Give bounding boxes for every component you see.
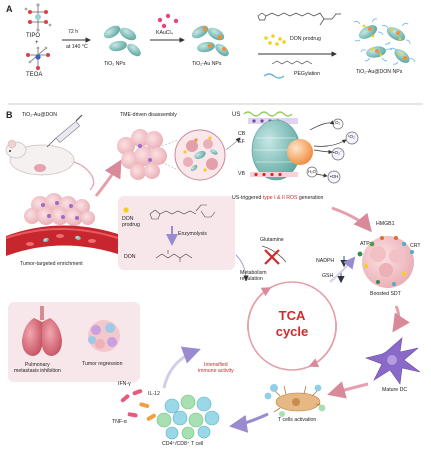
tumor-mass [24,193,95,226]
tumor-enrichment-label: Tumor-targeted enrichment [20,261,83,267]
pegylation-label: PEGylation [294,71,320,77]
singlet-o2-label: ¹O₂ [348,134,355,139]
tio2-nanoparticles [103,25,141,57]
cd-cells-label: CD4⁺/CD8⁺ T cell [162,441,204,447]
plus-sign: + [35,40,39,46]
injection-label: TiO₂-Au@DON [22,112,58,118]
water-label: H₂O [308,169,316,174]
nadph-label: NADPH [316,258,335,264]
us-label: US [232,112,241,118]
final-nanoparticles [353,18,416,65]
boosted-sdt-label: Boosted SDT [370,291,401,297]
cytokine-pills [120,389,156,421]
teoa-label: TEOA [26,72,43,78]
don-prodrug-structure [257,12,341,26]
il12-label: IL-12 [148,391,160,397]
glutamine-label: Glutamine [260,237,284,243]
peg-chain [263,73,285,79]
glutamine-blocked [261,245,287,265]
tipo-label: TIPO [26,33,41,39]
panel-b-label: B [6,110,13,120]
hmgb1-label: HMGB1 [376,221,395,227]
arrow-ros-to-sdt [331,206,372,233]
condition-time: 72 h [68,29,79,35]
arrow-to-cd-cells [229,412,269,433]
crt-label: CRT [410,243,421,249]
ros-species [306,118,359,184]
don-prodrug-label: DON prodrug [290,36,321,42]
disassembly-zoom [161,129,226,181]
o2-label: O₂ [335,120,341,125]
tca-label: TCA [278,308,306,323]
ifn-label: IFN-γ [118,381,131,387]
superoxide-label: •O₂⁻ [333,150,343,155]
mature-dc [364,337,421,385]
don-label: DON [124,254,136,260]
arrow-to-tcells [327,381,369,399]
ef-label: EF [238,139,245,145]
metabolism-label: Metabolism regulation [240,270,267,283]
don-prodrug-box-label: DON prodrug [122,216,140,229]
final-np-label: TiO₂-Au@DON NPs [356,69,403,75]
kaucl4-label: KAuCl₄ [156,30,173,36]
peg-structure [271,60,313,65]
tio2-nps-label: TiO₂ NPs [104,61,126,67]
teoa-molecule [26,46,50,70]
arrow-immune [162,346,201,389]
regression-label: Tumor regression [82,361,123,367]
outcome-box [8,302,140,382]
condition-temp: at 140 °C [66,44,88,50]
cycle-label: cycle [275,324,309,339]
nadph-gsh-arrows [329,256,356,284]
sonodynamic-particle [243,111,313,181]
don-prodrug-dots [264,34,286,46]
atp-label: ATP [360,241,370,247]
tio2-au-nanoparticles [191,25,229,57]
metastasis-label: Pulmonary metastasis inhibition [14,362,61,375]
enzymolysis-label: Enzymolysis [178,231,207,237]
blood-vessel [5,225,119,256]
disassembly-tumor [117,129,167,180]
panel-a-label: A [6,4,13,14]
ros-caption: US-triggered type I & II ROS generation [232,195,324,201]
boosted-sdt-cell [357,236,414,288]
vb-label: VB [238,171,245,177]
t-cells-label: T cells activation [278,417,317,423]
arrow-to-dc [392,305,410,333]
mature-dc-label: Mature DC [382,387,408,393]
cb-label: CB [238,131,246,137]
tnf-label: TNF-α [112,419,127,425]
tipo-molecule [24,3,52,32]
hydroxyl-label: •OH [330,174,339,179]
syringe-icon [46,114,83,148]
tme-disassembly-label: TME-driven disassembly [120,112,177,118]
immune-activity-label: Intensified immune activity [198,362,234,375]
kaucl4-particles [157,13,179,29]
arrow-enrichment [94,159,122,197]
don-enzymolysis-box [118,196,235,270]
arrow-to-sdt [225,137,241,151]
arrow-metabolism [235,254,249,281]
t-cells-activation [264,384,326,417]
cd4-cd8-t-cells [156,394,220,440]
tca-cycle [247,281,337,371]
gsh-label: GSH [322,273,334,279]
tio2-au-nps-label: TiO₂-Au NPs [192,61,222,67]
mouse-illustration [5,139,95,191]
